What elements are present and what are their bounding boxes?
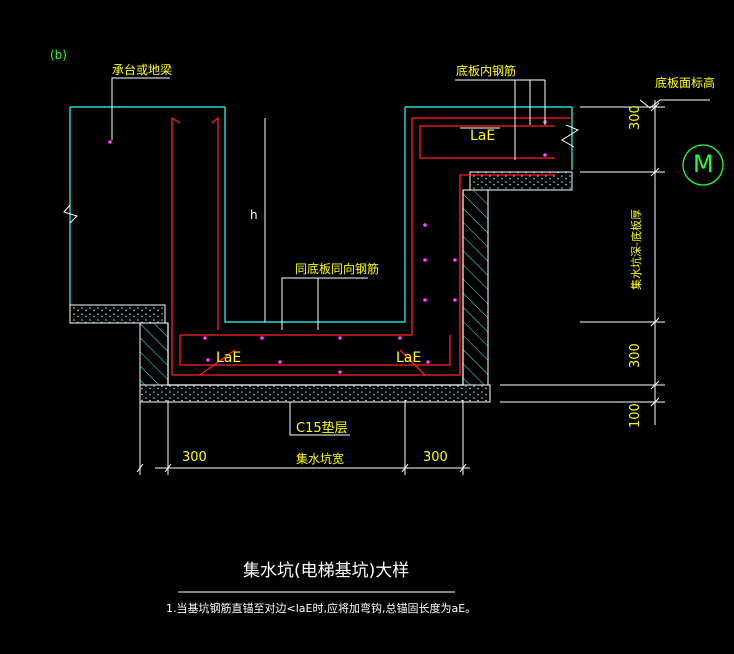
cap-beam-label: 承台或地梁 <box>112 63 173 77</box>
pit-width-label: 集水坑宽 <box>296 452 345 466</box>
left-ledge <box>69 304 166 324</box>
concrete-outline <box>69 106 573 323</box>
drawing-title: 集水坑(电梯基坑)大样 <box>243 561 410 581</box>
right-soil-hatch <box>462 189 489 386</box>
floor-elevation-label: 底板面标高 <box>655 76 716 90</box>
same-direction-rebar-label: 同底板同向钢筋 <box>295 262 380 276</box>
dim-300-left: 300 <box>182 450 207 465</box>
lae-right-label: LaE <box>396 350 422 366</box>
rebar-section-dots <box>108 120 547 374</box>
dim-300-mid-right: 300 <box>628 343 643 368</box>
pit-concrete-outer <box>167 190 464 386</box>
lae-top-label: LaE <box>470 128 496 144</box>
dimension-ticks <box>136 102 660 473</box>
rebar-lines <box>171 116 572 376</box>
right-ledge <box>469 171 573 191</box>
marker-circle <box>682 144 724 186</box>
dim-100-bottom-right: 100 <box>628 403 643 428</box>
leader-lines <box>111 77 710 593</box>
dim-300-top-right: 300 <box>628 105 643 130</box>
cushion-label: C15垫层 <box>296 421 348 436</box>
dim-300-right: 300 <box>423 450 448 465</box>
left-soil-hatch <box>139 322 169 386</box>
break-symbols <box>63 124 580 224</box>
variant-label: (b) <box>50 48 67 62</box>
lae-left-label: LaE <box>216 350 242 366</box>
depth-label: 集水坑深-底板厚 <box>630 209 643 290</box>
cushion-layer <box>139 384 491 403</box>
inner-rebar-label: 底板内钢筋 <box>456 64 517 78</box>
drawing-note: 1.当基坑钢筋直锚至对边<laE时,应将加弯钩,总锚固长度为aE。 <box>166 602 477 615</box>
marker-letter: M <box>693 150 714 178</box>
h-label: h <box>250 208 258 222</box>
